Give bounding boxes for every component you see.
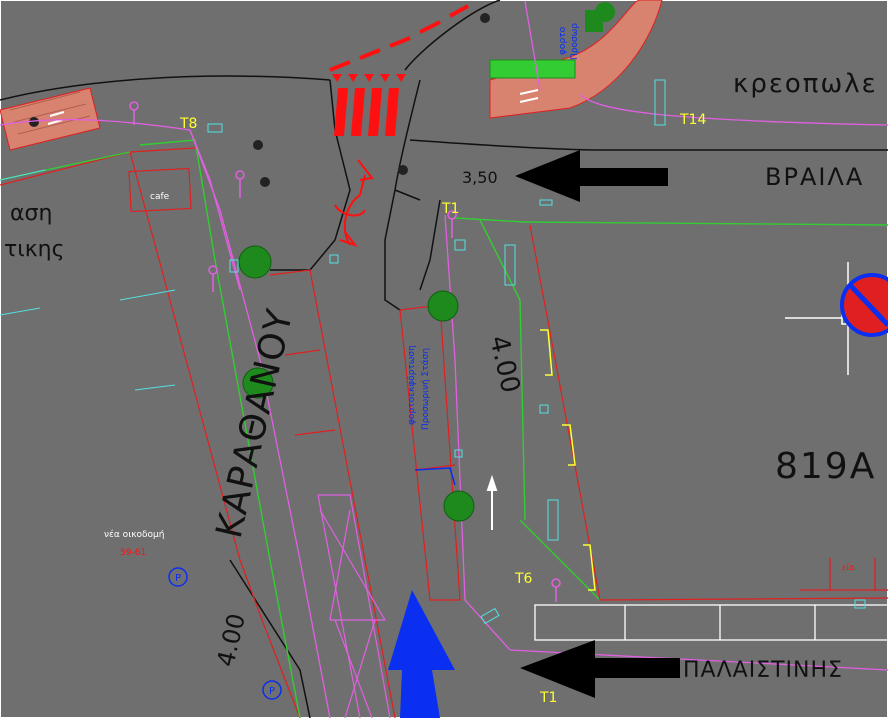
turn-arrow-marking bbox=[334, 159, 374, 247]
cafe-label: cafe bbox=[150, 192, 170, 202]
direction-arrow-braila bbox=[515, 150, 668, 202]
parking-markers: P P bbox=[168, 567, 282, 700]
cross-bracing bbox=[317, 494, 391, 718]
sidewalk-edges bbox=[0, 139, 888, 718]
red-dashes bbox=[329, 4, 469, 72]
new-building-number: 59-61 bbox=[120, 548, 146, 558]
bus-stop-label-line2: Προσωρινή Στάση bbox=[421, 348, 431, 430]
tree-label-t6: T6 bbox=[514, 571, 533, 587]
parking-label: P bbox=[175, 573, 181, 584]
bus-stop-label-line1: φορτοεκφόρτωση bbox=[406, 345, 417, 425]
tree-icon bbox=[242, 367, 274, 399]
hatched-area-top-center bbox=[489, 0, 663, 119]
no-parking-slash bbox=[848, 283, 888, 327]
bollards bbox=[253, 13, 490, 187]
block-number: 819Α bbox=[775, 446, 876, 487]
tree-icon bbox=[238, 245, 272, 279]
trees bbox=[238, 2, 615, 522]
pin-markers bbox=[129, 101, 561, 602]
tree-icon bbox=[427, 290, 459, 322]
tree-label-t14: T14 bbox=[679, 112, 706, 128]
building-outlines-left bbox=[0, 147, 396, 718]
lane-strip-bottom bbox=[534, 604, 888, 641]
building-outline-center bbox=[399, 224, 888, 601]
tree-label-t1-top: T1 bbox=[441, 201, 459, 217]
small-red-label: είσ. bbox=[842, 563, 857, 572]
small-up-arrow bbox=[486, 474, 498, 530]
bus-stop-line bbox=[414, 467, 456, 486]
direction-arrow-palaistinis bbox=[520, 640, 680, 698]
tree-icon bbox=[595, 2, 615, 22]
top-bus-stop-label-line1: φορτο bbox=[558, 26, 568, 55]
moto-icon bbox=[29, 117, 39, 127]
width-label-350: 3,50 bbox=[462, 168, 498, 187]
green-strip-top bbox=[489, 59, 576, 79]
street-name-palaistinis: ΠΑΛΑΙΣΤΙΝΗΣ bbox=[683, 658, 843, 683]
tree-icon bbox=[443, 490, 475, 522]
crosswalk bbox=[332, 74, 406, 136]
top-bus-stop-label-line2: Προσωρ bbox=[570, 23, 580, 60]
cyan-markers bbox=[0, 79, 866, 625]
yellow-markings bbox=[540, 329, 596, 591]
kreopoleio-label: κρεοπωλε bbox=[733, 69, 878, 99]
new-building-label: νέα οικοδομή bbox=[104, 529, 165, 540]
tree-label-t1-bottom: T1 bbox=[539, 690, 557, 706]
red-lines-bottom-right bbox=[800, 558, 888, 591]
tree-label-t8: T8 bbox=[179, 116, 197, 132]
hatched-area-top-left bbox=[0, 87, 101, 151]
blue-direction-arrow bbox=[388, 590, 455, 718]
parking-label: P bbox=[269, 686, 275, 697]
street-name-braila: ΒΡΑΙΛΑ bbox=[765, 163, 864, 191]
no-parking-sign bbox=[840, 273, 888, 337]
left-text-line2: τικης bbox=[4, 237, 65, 262]
left-text-line1: αση bbox=[10, 201, 52, 226]
